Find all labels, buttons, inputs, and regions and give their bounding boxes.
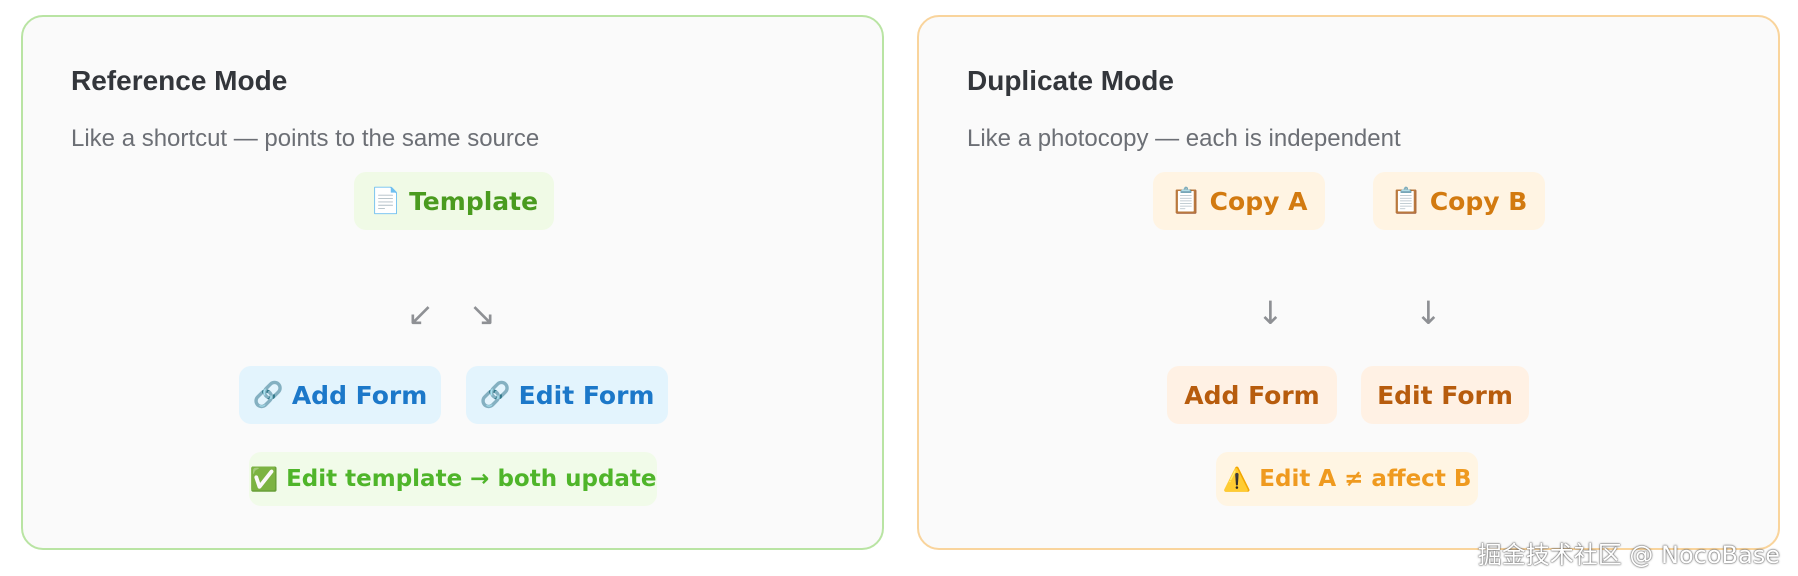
reference-note-label: Edit template → both update [286,466,657,492]
edit-form-node: 🔗 Edit Form [466,366,668,424]
add-form-copy-node: Add Form [1167,366,1337,424]
arrow-down-icon: ↓ [1415,294,1442,332]
link-icon: 🔗 [252,380,284,409]
duplicate-note: ⚠️ Edit A ≠ affect B [1216,452,1478,506]
document-icon: 📄 [369,186,402,215]
template-node-label: Template [409,186,539,216]
add-form-copy-label: Add Form [1184,380,1320,410]
watermark: 掘金技术社区 @ NocoBase [1477,541,1780,569]
link-icon: 🔗 [479,380,511,409]
copy-b-node-label: Copy B [1429,186,1528,216]
reference-mode-panel: Reference Mode Like a shortcut — points … [21,15,884,550]
arrow-down-right-icon: ↘ [469,295,496,333]
clipboard-icon: 📋 [1390,186,1422,215]
arrow-down-left-icon: ↙ [407,295,434,333]
add-form-node-label: Add Form [291,380,428,410]
duplicate-note-label: Edit A ≠ affect B [1259,466,1472,492]
warning-icon: ⚠️ [1222,466,1252,493]
duplicate-mode-panel: Duplicate Mode Like a photocopy — each i… [917,15,1780,550]
check-mark-icon: ✅ [249,466,279,493]
reference-mode-title: Reference Mode [71,65,288,96]
reference-mode-subtitle: Like a shortcut — points to the same sou… [71,125,540,152]
copy-b-node: 📋 Copy B [1373,172,1545,230]
add-form-node: 🔗 Add Form [239,366,441,424]
reference-note: ✅ Edit template → both update [249,452,657,506]
template-node: 📄 Template [354,172,554,230]
duplicate-mode-subtitle: Like a photocopy — each is independent [967,125,1401,152]
clipboard-icon: 📋 [1170,186,1202,215]
edit-form-copy-node: Edit Form [1361,366,1529,424]
arrow-down-icon: ↓ [1257,294,1284,332]
edit-form-node-label: Edit Form [518,380,655,410]
copy-a-node-label: Copy A [1209,186,1308,216]
copy-a-node: 📋 Copy A [1153,172,1325,230]
edit-form-copy-label: Edit Form [1377,380,1513,410]
duplicate-mode-title: Duplicate Mode [967,65,1174,96]
